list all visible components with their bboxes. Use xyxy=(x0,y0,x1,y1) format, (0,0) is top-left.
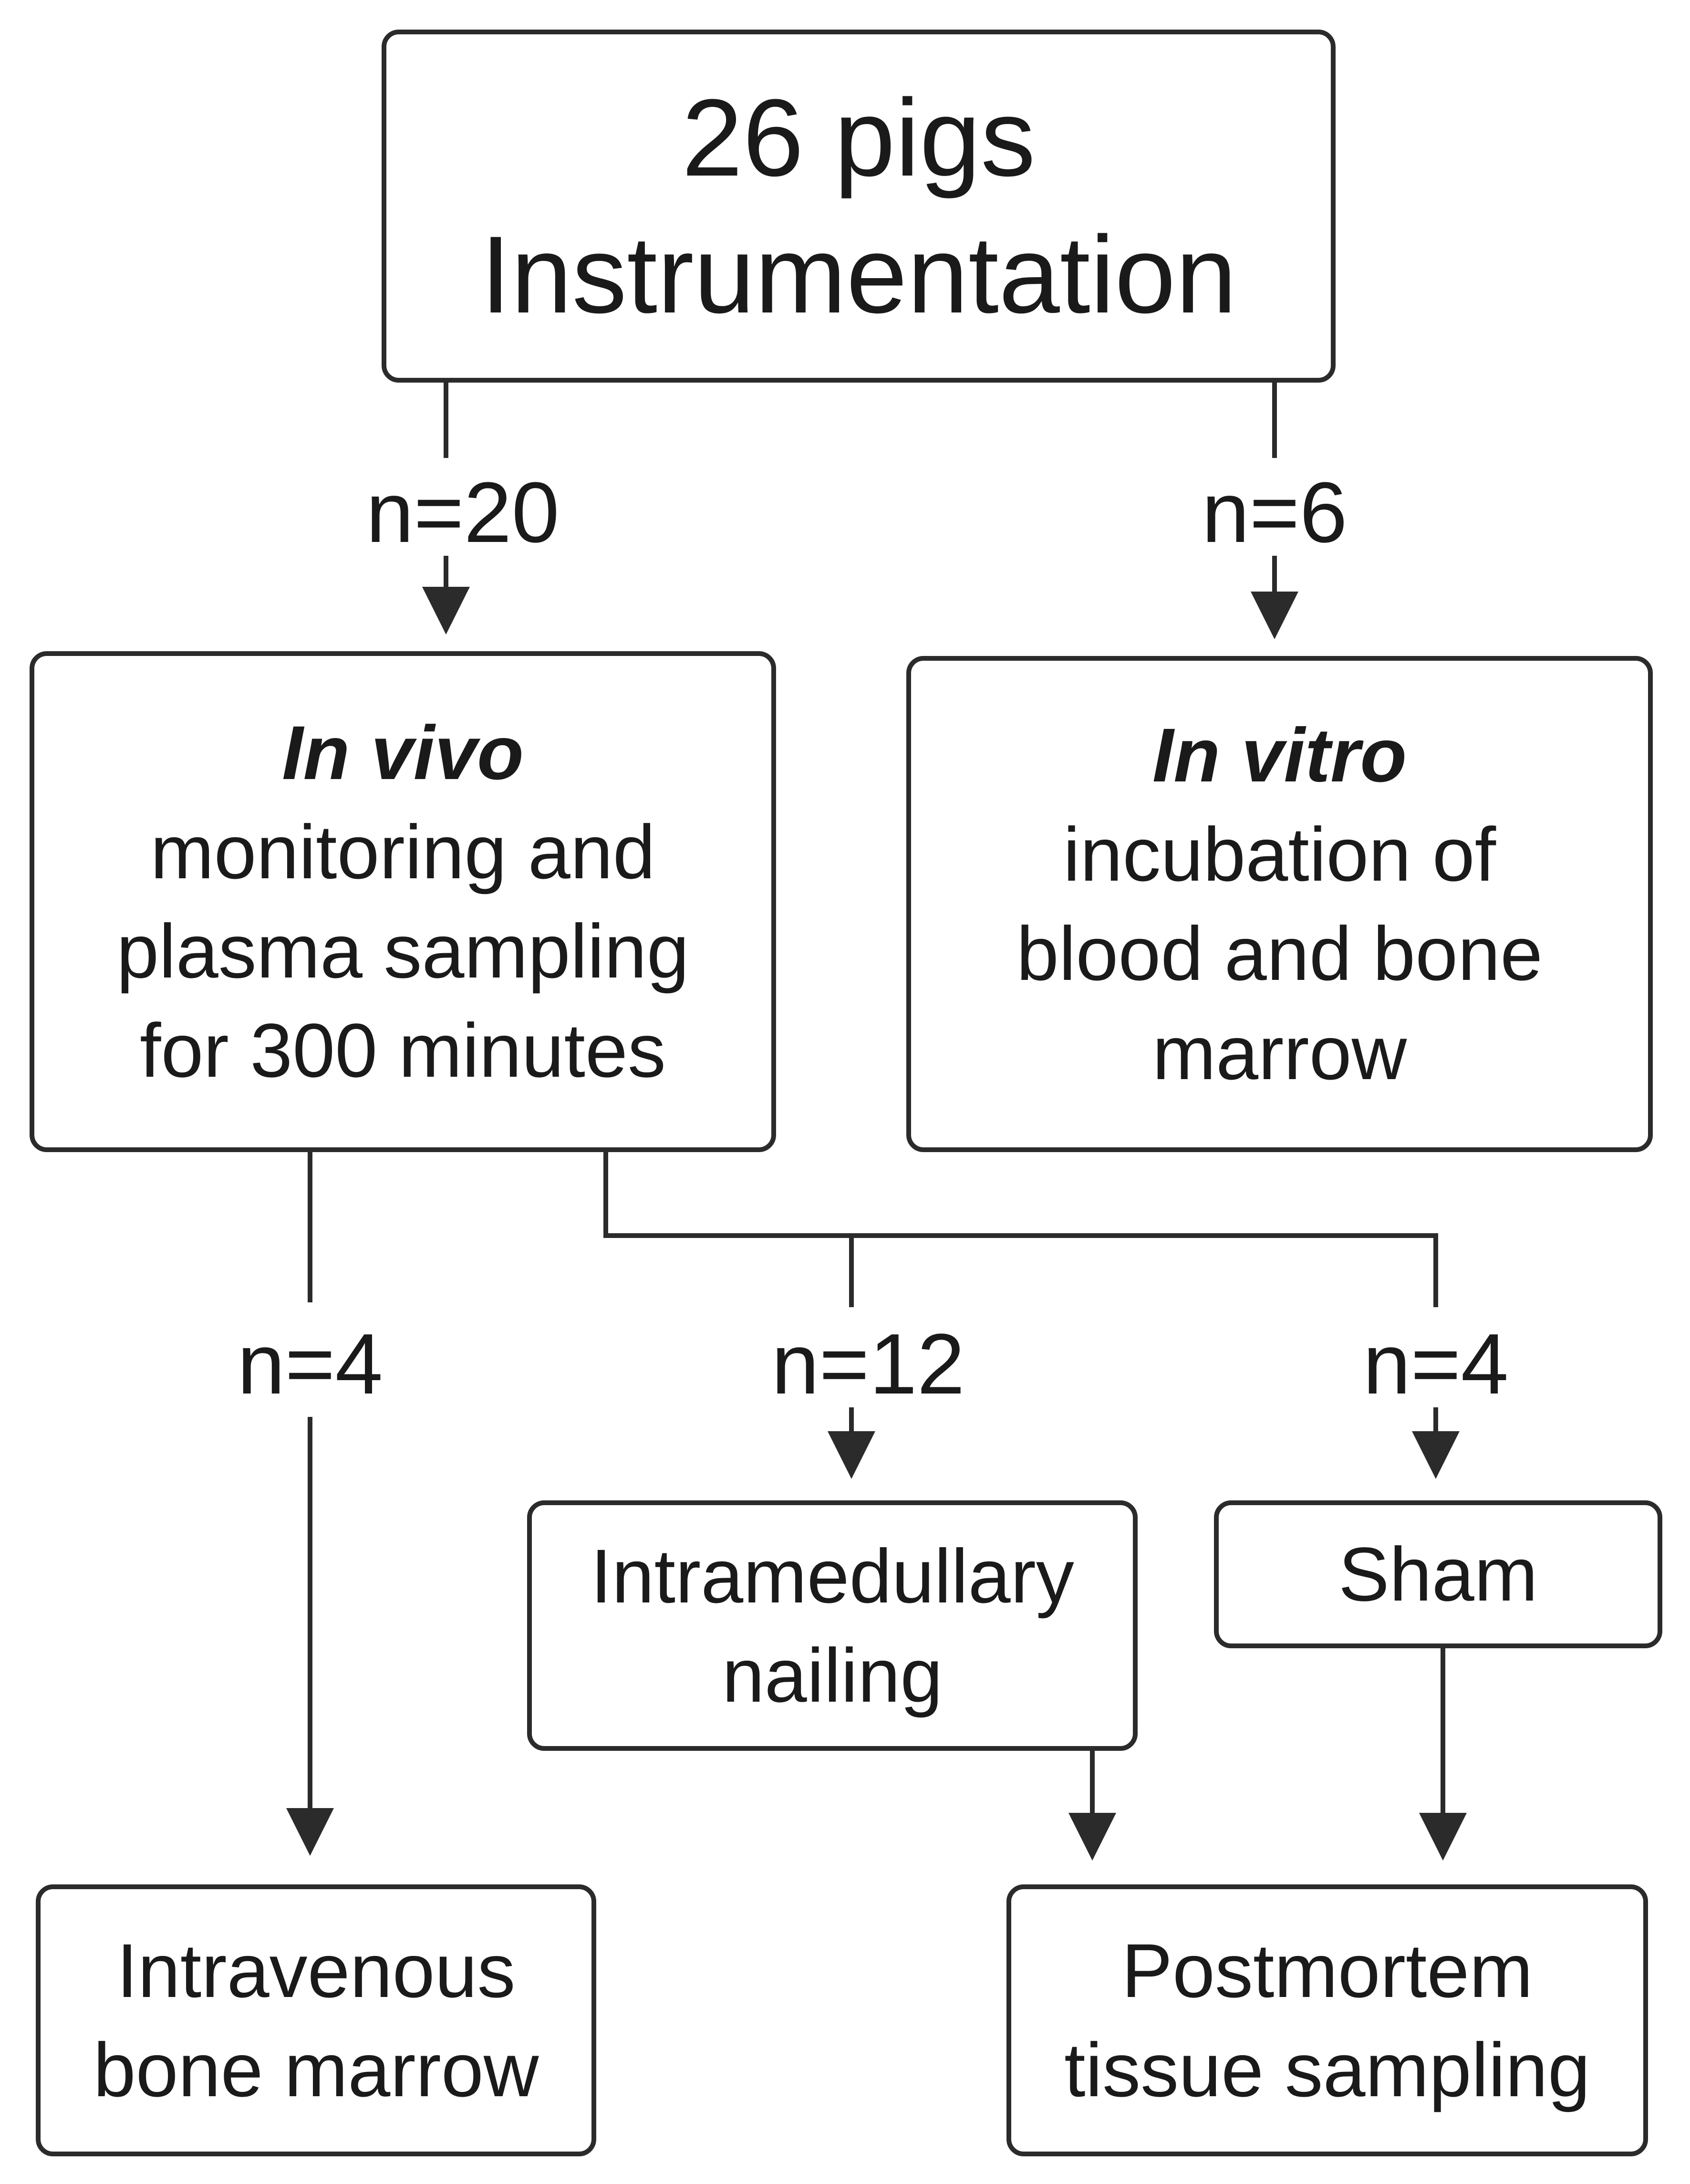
in-vivo-line: monitoring and xyxy=(150,809,655,894)
in-vitro-node: In vitro incubation of blood and bone ma… xyxy=(906,656,1653,1152)
in-vitro-line: blood and bone xyxy=(1016,911,1543,996)
intramedullary-line: nailing xyxy=(722,1632,943,1718)
intravenous-line: bone marrow xyxy=(93,2027,539,2112)
postmortem-line: tissue sampling xyxy=(1064,2027,1590,2112)
in-vivo-line: plasma sampling xyxy=(116,908,689,994)
in-vitro-title: In vitro xyxy=(1152,712,1407,798)
in-vivo-node: In vivo monitoring and plasma sampling f… xyxy=(30,651,776,1152)
edge-label-n12: n=12 xyxy=(771,1316,965,1412)
edge-label-n20: n=20 xyxy=(366,465,560,561)
edge-label-n6: n=6 xyxy=(1202,465,1348,561)
in-vitro-line: marrow xyxy=(1152,1010,1407,1095)
postmortem-node: Postmortem tissue sampling xyxy=(1006,1884,1648,2156)
root-node-count: 26 pigs xyxy=(682,76,1036,199)
root-node-label: Instrumentation xyxy=(480,213,1237,336)
connector-in-vivo-branch xyxy=(603,1150,1438,1307)
intravenous-line: Intravenous xyxy=(116,1928,516,2013)
intramedullary-node: Intramedullary nailing xyxy=(527,1500,1138,1751)
in-vivo-title: In vivo xyxy=(282,710,524,795)
edge-label-n4-sham: n=4 xyxy=(1363,1316,1509,1412)
root-node: 26 pigs Instrumentation xyxy=(382,30,1336,383)
in-vitro-line: incubation of xyxy=(1063,811,1496,897)
intramedullary-line: Intramedullary xyxy=(591,1533,1074,1619)
postmortem-line: Postmortem xyxy=(1121,1928,1533,2013)
sham-label: Sham xyxy=(1338,1531,1538,1617)
edge-label-n4-intravenous: n=4 xyxy=(237,1316,383,1412)
intravenous-node: Intravenous bone marrow xyxy=(36,1884,596,2156)
in-vivo-line: for 300 minutes xyxy=(140,1008,666,1093)
sham-node: Sham xyxy=(1214,1500,1662,1648)
